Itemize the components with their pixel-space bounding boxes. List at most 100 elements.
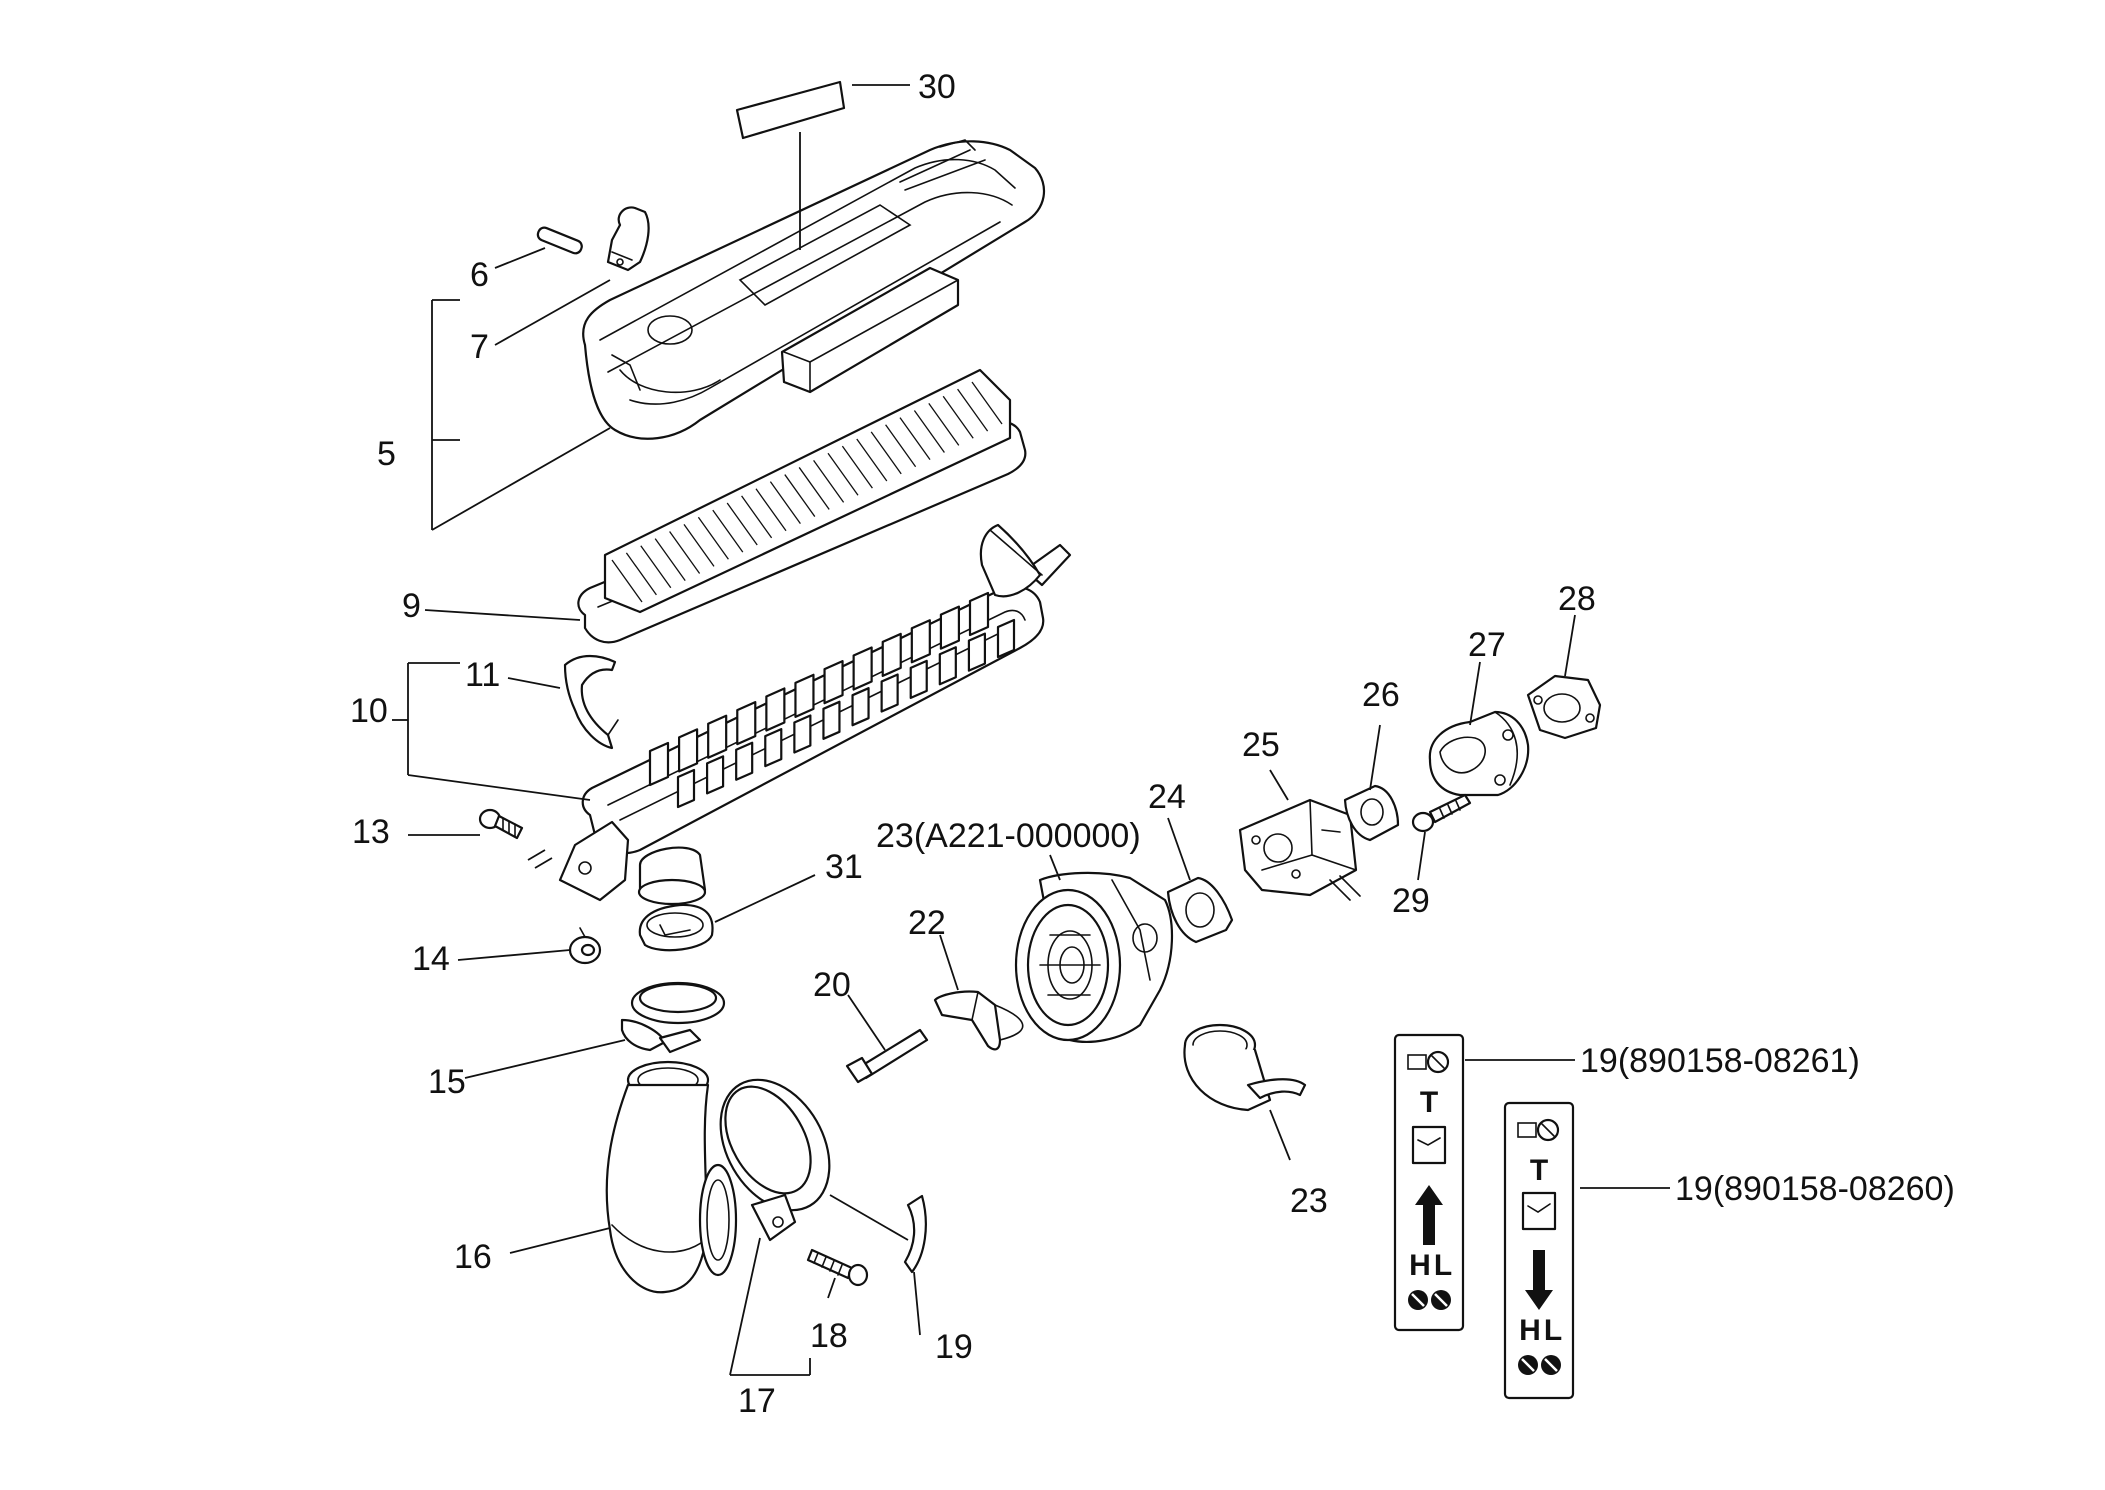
filter-pleat	[813, 459, 845, 503]
callout-30: 30	[918, 68, 956, 106]
air-filter-element	[577, 368, 1027, 644]
base-rib	[996, 618, 1016, 659]
filter-pleat	[683, 524, 715, 567]
base-rib	[676, 768, 696, 809]
filter-pleat	[669, 531, 701, 574]
latch-7	[606, 206, 650, 272]
filter-pleat	[741, 495, 773, 539]
callout-7: 7	[470, 328, 489, 366]
adjustment-decal-plate-2: T H L	[1503, 1101, 1575, 1400]
filter-pleat	[697, 516, 729, 560]
callout-27: 27	[1468, 626, 1506, 664]
base-rib	[648, 741, 670, 787]
air-cleaner-cover	[582, 139, 1046, 440]
filter-pleat	[769, 481, 801, 525]
callout-10: 10	[350, 692, 388, 730]
carburetor-25	[1238, 798, 1361, 901]
base-rib	[909, 659, 928, 700]
callout-31: 31	[825, 848, 863, 886]
boot-23	[1183, 1023, 1307, 1112]
filter-pleat	[712, 509, 744, 553]
gasket-28	[1526, 674, 1602, 740]
callout-5: 5	[377, 435, 396, 473]
insulator-27	[1428, 710, 1530, 797]
air-cleaner-base	[558, 523, 1072, 906]
filter-pleat	[611, 559, 643, 603]
base-rib	[881, 632, 902, 678]
filter-pleat	[913, 410, 945, 453]
callout-17: 17	[738, 1382, 776, 1420]
decal-19-small	[903, 1194, 927, 1274]
bolt-20	[845, 1028, 929, 1084]
base-rib	[793, 714, 812, 754]
base-rib	[938, 646, 957, 686]
base-rib	[852, 646, 873, 691]
callout-13: 13	[352, 813, 390, 851]
gasket-24	[1166, 876, 1234, 944]
filter-pleat	[885, 424, 917, 468]
filter-pleat	[971, 381, 1003, 425]
callout-16: 16	[454, 1238, 492, 1276]
base-rib	[764, 727, 783, 768]
callout-29: 29	[1392, 882, 1430, 920]
clip-31	[638, 903, 714, 952]
callout-19-08260: 19(890158-08260)	[1675, 1170, 1955, 1208]
callout-20: 20	[813, 966, 851, 1004]
decal-30	[735, 80, 846, 140]
clamp-17	[719, 1078, 831, 1242]
leader-lines	[392, 84, 1670, 1376]
callout-25: 25	[1242, 726, 1280, 764]
plate-2-l-label: L	[1544, 1314, 1562, 1347]
filter-pleat	[654, 538, 686, 582]
callout-9: 9	[402, 587, 421, 625]
plate-2-t-label: T	[1530, 1154, 1548, 1187]
callout-26: 26	[1362, 676, 1400, 714]
callout-15: 15	[428, 1063, 466, 1101]
filter-pleat	[798, 467, 830, 510]
callout-19-08261: 19(890158-08261)	[1580, 1042, 1860, 1080]
base-rib	[705, 755, 725, 795]
bracket-22	[933, 990, 1024, 1051]
callout-14: 14	[412, 940, 450, 978]
adaptor-23	[1014, 871, 1173, 1043]
plate-1-h-label: H	[1409, 1249, 1431, 1282]
filter-pleat	[625, 552, 657, 596]
base-rib	[851, 687, 870, 727]
callout-23-main: 23(A221-000000)	[876, 817, 1141, 855]
adjustment-decal-plate-1: T H L	[1393, 1033, 1465, 1332]
base-rib	[822, 700, 841, 740]
filter-pleat	[928, 402, 960, 446]
gasket-26	[1343, 784, 1400, 842]
base-rib	[794, 673, 815, 718]
callout-28: 28	[1558, 580, 1596, 618]
gasket-11	[563, 654, 619, 750]
filter-pleat	[755, 488, 787, 532]
filter-pleat	[784, 474, 816, 517]
filter-pleat	[870, 431, 902, 475]
base-rib	[707, 714, 728, 759]
callout-11: 11	[465, 656, 500, 694]
filter-pleat	[942, 395, 974, 439]
callout-24: 24	[1148, 778, 1186, 816]
base-rib	[677, 728, 699, 773]
filter-pleat	[726, 502, 758, 546]
plate-1-t-label: T	[1420, 1086, 1438, 1119]
base-rib	[736, 700, 757, 746]
callout-22: 22	[908, 904, 946, 942]
filter-pleat	[841, 445, 873, 489]
filter-pleat	[899, 417, 931, 460]
base-rib	[735, 741, 754, 781]
joint-16	[605, 1060, 738, 1294]
base-rib	[967, 632, 987, 672]
base-rib	[765, 687, 786, 732]
callout-19: 19	[935, 1328, 973, 1366]
callout-23-boot: 23	[1290, 1182, 1328, 1220]
bolt-29	[1411, 793, 1472, 833]
hose-band-15	[620, 981, 726, 1054]
filter-pleat	[957, 388, 989, 432]
base-rib	[939, 605, 961, 650]
nut-14	[568, 927, 602, 965]
screw-18	[806, 1248, 869, 1287]
